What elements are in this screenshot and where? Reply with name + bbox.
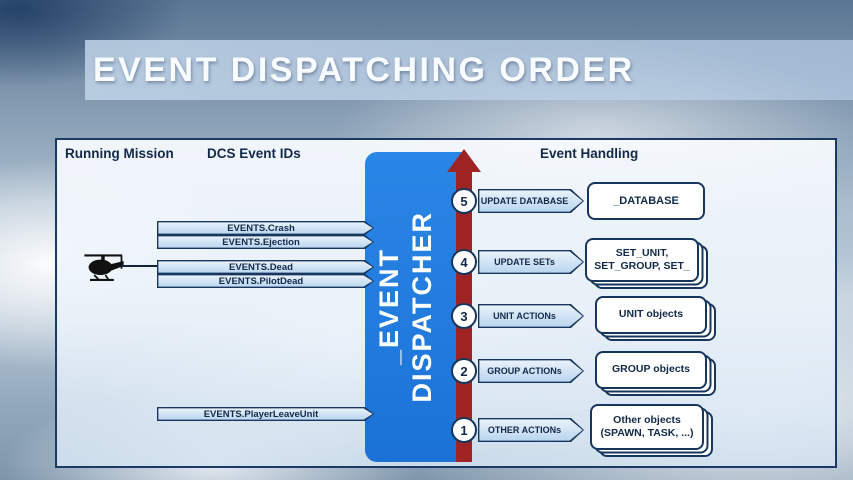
action-arrow-fill xyxy=(479,305,582,326)
dispatcher-word-dispatcher: DISPATCHER xyxy=(407,211,437,403)
action-arrow-label: GROUP ACTIONs xyxy=(487,366,562,376)
action-arrow-label: UPDATE DATABASE xyxy=(480,196,569,206)
action-arrow-group-actions: GROUP ACTIONs xyxy=(478,359,584,383)
action-arrow-update-database: UPDATE DATABASE xyxy=(478,189,584,213)
header-event-handling: Event Handling xyxy=(540,146,639,161)
target-box-database: _DATABASE xyxy=(587,182,705,220)
event-arrow-crash: EVENTS.Crash xyxy=(157,221,374,235)
target-stack-sets: SET_UNIT, SET_GROUP, SET_ xyxy=(585,238,708,289)
action-arrow-unit-actions: UNIT ACTIONs xyxy=(478,304,584,328)
target-box-group-objects: GROUP objects xyxy=(595,351,707,389)
step-circle-4: 4 xyxy=(451,249,477,275)
dispatcher-label: _EVENT DISPATCHER xyxy=(365,152,447,462)
dispatcher-word-event: _EVENT xyxy=(374,248,404,366)
step-circle-5: 5 xyxy=(451,188,477,214)
action-arrow-label: UNIT ACTIONs xyxy=(493,311,556,321)
event-arrow-playerleaveunit: EVENTS.PlayerLeaveUnit xyxy=(157,407,374,421)
target-stack-group-objects: GROUP objects xyxy=(595,351,716,396)
step-circle-3: 3 xyxy=(451,303,477,329)
event-arrow-fill xyxy=(158,261,372,272)
up-arrow-icon xyxy=(447,149,481,172)
header-dcs-event-ids: DCS Event IDs xyxy=(207,146,301,161)
action-arrow-fill xyxy=(479,419,582,440)
action-arrow-other-actions: OTHER ACTIONs xyxy=(478,418,584,442)
event-arrow-label: EVENTS.Crash xyxy=(227,222,295,234)
target-box-unit-objects: UNIT objects xyxy=(595,296,707,334)
action-arrow-fill xyxy=(479,190,582,211)
step-circle-1: 1 xyxy=(451,417,477,443)
event-arrow-label: EVENTS.Dead xyxy=(229,261,293,273)
event-arrow-dead: EVENTS.Dead xyxy=(157,260,374,274)
action-arrow-fill xyxy=(479,251,582,272)
action-arrow-label: OTHER ACTIONs xyxy=(487,425,562,435)
event-arrow-fill xyxy=(158,275,372,286)
target-stack-other-objects: Other objects (SPAWN, TASK, ...) xyxy=(590,404,713,457)
target-box-sets: SET_UNIT, SET_GROUP, SET_ xyxy=(585,238,699,282)
diagram-panel: Running Mission DCS Event IDs Event Hand… xyxy=(55,138,837,468)
action-arrow-fill xyxy=(479,360,582,381)
event-arrow-pilotdead: EVENTS.PilotDead xyxy=(157,274,374,288)
helicopter-icon xyxy=(84,254,124,281)
event-arrow-label: EVENTS.PilotDead xyxy=(218,275,304,287)
slide-title: EVENT DISPATCHING ORDER xyxy=(93,50,635,89)
event-arrow-fill xyxy=(158,236,372,247)
action-arrow-update-sets: UPDATE SETs xyxy=(478,250,584,274)
target-box-other-objects: Other objects (SPAWN, TASK, ...) xyxy=(590,404,704,450)
title-band: EVENT DISPATCHING ORDER xyxy=(85,40,853,100)
event-arrow-label: EVENTS.PlayerLeaveUnit xyxy=(203,408,319,420)
action-arrow-label: UPDATE SETs xyxy=(494,257,555,267)
target-stack-unit-objects: UNIT objects xyxy=(595,296,716,341)
header-running-mission: Running Mission xyxy=(65,146,174,161)
step-circle-2: 2 xyxy=(451,358,477,384)
event-arrow-fill xyxy=(158,222,372,233)
event-arrow-label: EVENTS.Ejection xyxy=(222,236,300,248)
event-arrow-ejection: EVENTS.Ejection xyxy=(157,235,374,249)
connector-line xyxy=(121,265,158,267)
event-arrow-fill xyxy=(158,408,372,419)
